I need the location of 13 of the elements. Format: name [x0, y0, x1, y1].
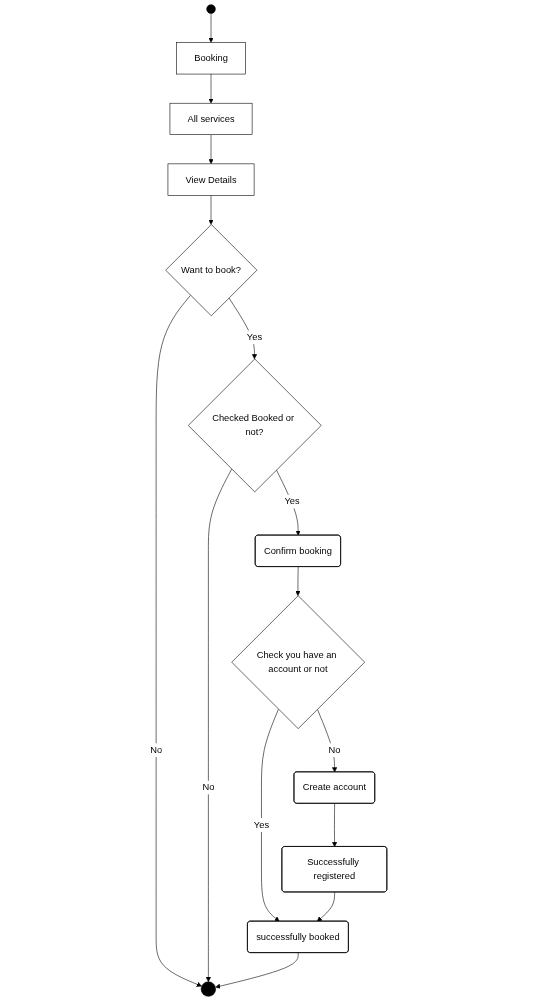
edge-label: No	[202, 782, 215, 793]
node-box: View Details	[167, 163, 255, 196]
edge-label: Yes	[284, 496, 300, 507]
node-diamond: Checked Booked or not?	[188, 358, 322, 493]
node-box: All services	[169, 102, 253, 135]
edge-label: No	[328, 745, 341, 755]
node-circle	[206, 4, 216, 14]
node-box: Booking	[176, 42, 246, 75]
edge-label: No	[150, 745, 163, 755]
edge-label: Yes	[246, 332, 263, 343]
node-diamond: Want to book?	[165, 224, 258, 317]
edge-label: Yes	[253, 819, 270, 830]
node-diamond: Check you have an account or not	[231, 595, 365, 729]
